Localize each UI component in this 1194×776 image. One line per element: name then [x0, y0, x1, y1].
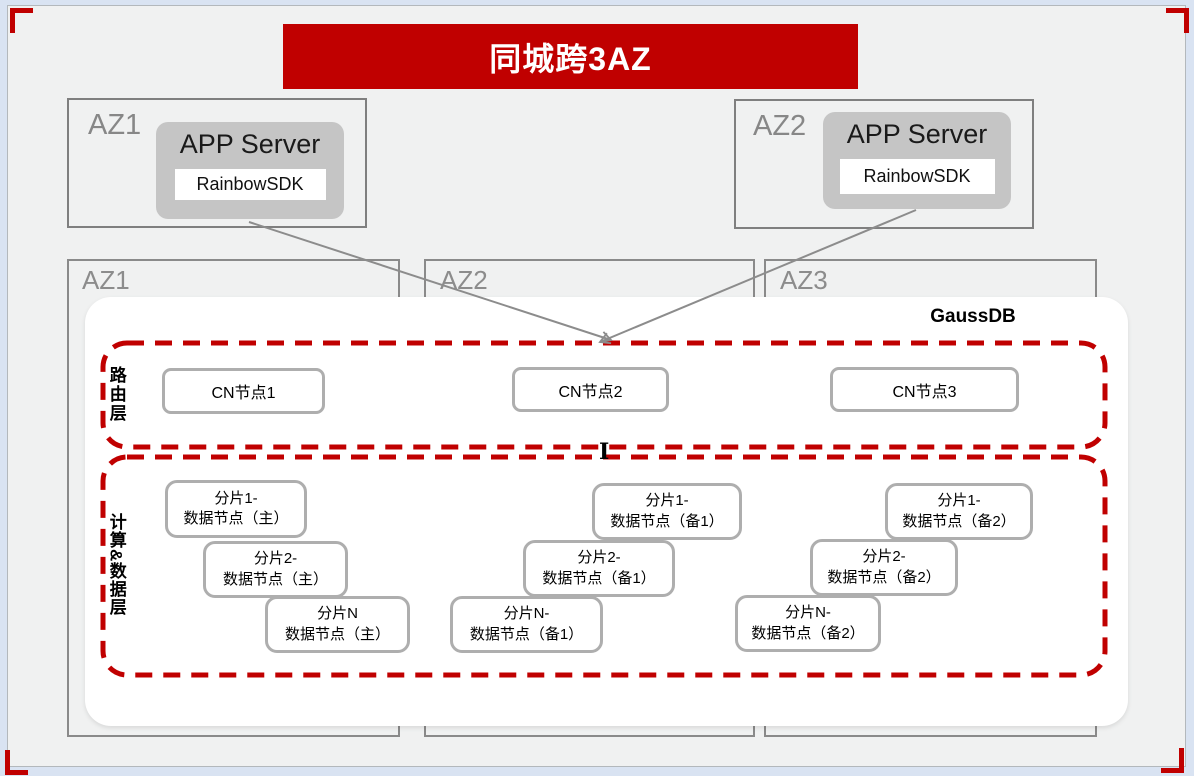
data-node-line2: 数据节点（备1）	[469, 625, 584, 643]
data-node-line2: 数据节点（备2）	[827, 568, 941, 586]
data-node-line2: 数据节点（备1）	[542, 569, 656, 587]
crop-mark-top-left-icon	[10, 8, 33, 33]
app-zone-az2-label: AZ2	[753, 110, 807, 142]
data-node-line2: 数据节点（备1）	[610, 512, 724, 530]
data-node-shard2-standby2: 分片2- 数据节点（备2）	[810, 539, 958, 596]
data-node-line1: 分片N-	[785, 604, 831, 622]
app-server-label-az1: APP Server	[179, 129, 321, 159]
data-node-shard1-standby1: 分片1- 数据节点（备1）	[592, 483, 742, 540]
data-node-line1: 分片2-	[577, 549, 621, 567]
data-node-line1: 分片1-	[645, 492, 689, 510]
crop-mark-bottom-right-icon	[1161, 748, 1184, 773]
data-node-line1: 分片2-	[862, 548, 906, 566]
data-node-line2: 数据节点（主）	[284, 625, 390, 643]
data-node-line1: 分片2-	[253, 550, 298, 568]
data-node-line2: 数据节点（备2）	[751, 624, 865, 642]
data-node-shardN-primary: 分片N 数据节点（主）	[265, 596, 410, 653]
data-node-shardN-standby2: 分片N- 数据节点（备2）	[735, 595, 881, 652]
gaussdb-label: GaussDB	[930, 306, 1016, 327]
app-server-box-az1: APP Server RainbowSDK	[156, 122, 344, 219]
diagram-title: 同城跨3AZ	[489, 40, 652, 77]
app-zone-az1-label: AZ1	[88, 109, 142, 141]
crop-mark-bottom-left-icon	[5, 750, 28, 775]
data-node-line2: 数据节点（主）	[222, 570, 328, 588]
data-node-shard2-primary: 分片2- 数据节点（主）	[203, 541, 348, 598]
data-node-shard1-primary: 分片1- 数据节点（主）	[165, 480, 307, 538]
data-node-line1: 分片1-	[214, 489, 258, 507]
data-node-shard2-standby1: 分片2- 数据节点（备1）	[523, 540, 675, 597]
data-node-line1: 分片N	[317, 605, 358, 623]
rainbow-sdk-box-az2: RainbowSDK	[839, 159, 995, 194]
data-node-line1: 分片1-	[937, 492, 981, 510]
data-node-shardN-standby1: 分片N- 数据节点（备1）	[450, 596, 603, 653]
data-node-line2: 数据节点（主）	[183, 510, 289, 527]
cn-node-3: CN节点3	[830, 367, 1019, 412]
db-zone-az3-label: AZ3	[780, 265, 828, 295]
rainbow-sdk-box-az1: RainbowSDK	[174, 169, 326, 200]
app-server-label-az2: APP Server	[846, 119, 988, 149]
title-banner: 同城跨3AZ	[283, 24, 858, 89]
layer-connector-glyph: I	[599, 439, 610, 465]
app-server-box-az2: APP Server RainbowSDK	[823, 112, 1011, 209]
crop-mark-top-right-icon	[1166, 8, 1189, 33]
data-node-line2: 数据节点（备2）	[902, 512, 1016, 530]
db-zone-az1-label: AZ1	[82, 265, 130, 295]
cn-node-2: CN节点2	[512, 367, 669, 412]
routing-layer-label: 路由层	[106, 366, 126, 423]
data-node-shard1-standby2: 分片1- 数据节点（备2）	[885, 483, 1033, 540]
data-node-line1: 分片N-	[503, 605, 550, 623]
cn-node-1: CN节点1	[162, 368, 325, 414]
data-layer-label: 计算&数据层	[106, 513, 126, 617]
db-zone-az2-label: AZ2	[440, 265, 488, 295]
